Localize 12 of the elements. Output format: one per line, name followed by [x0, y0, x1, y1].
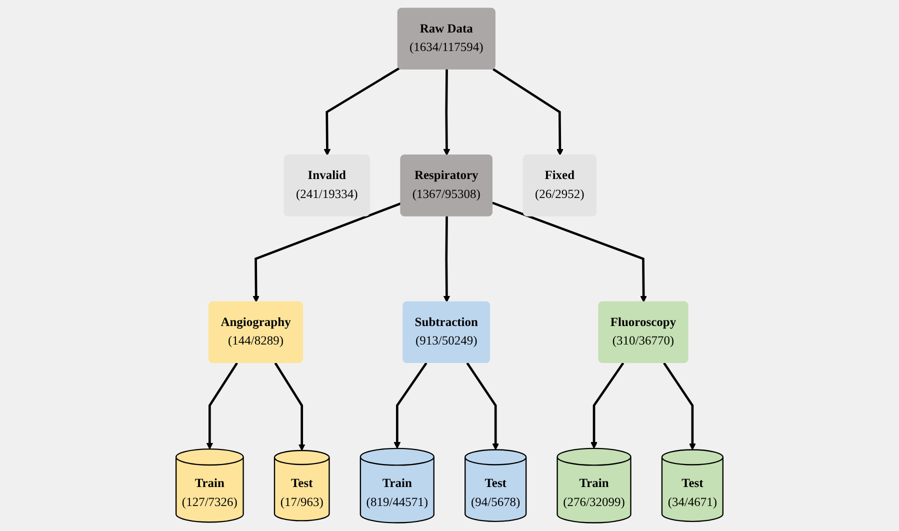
arrow	[492, 202, 647, 302]
arrow	[443, 216, 450, 302]
arrow	[252, 202, 402, 302]
arrow	[663, 362, 696, 450]
arrow	[274, 362, 306, 451]
arrow	[443, 70, 450, 156]
arrow	[206, 362, 238, 450]
arrow	[590, 362, 624, 449]
arrow	[492, 68, 564, 156]
arrow	[394, 362, 428, 449]
arrow	[466, 362, 500, 450]
arrow	[324, 67, 400, 156]
